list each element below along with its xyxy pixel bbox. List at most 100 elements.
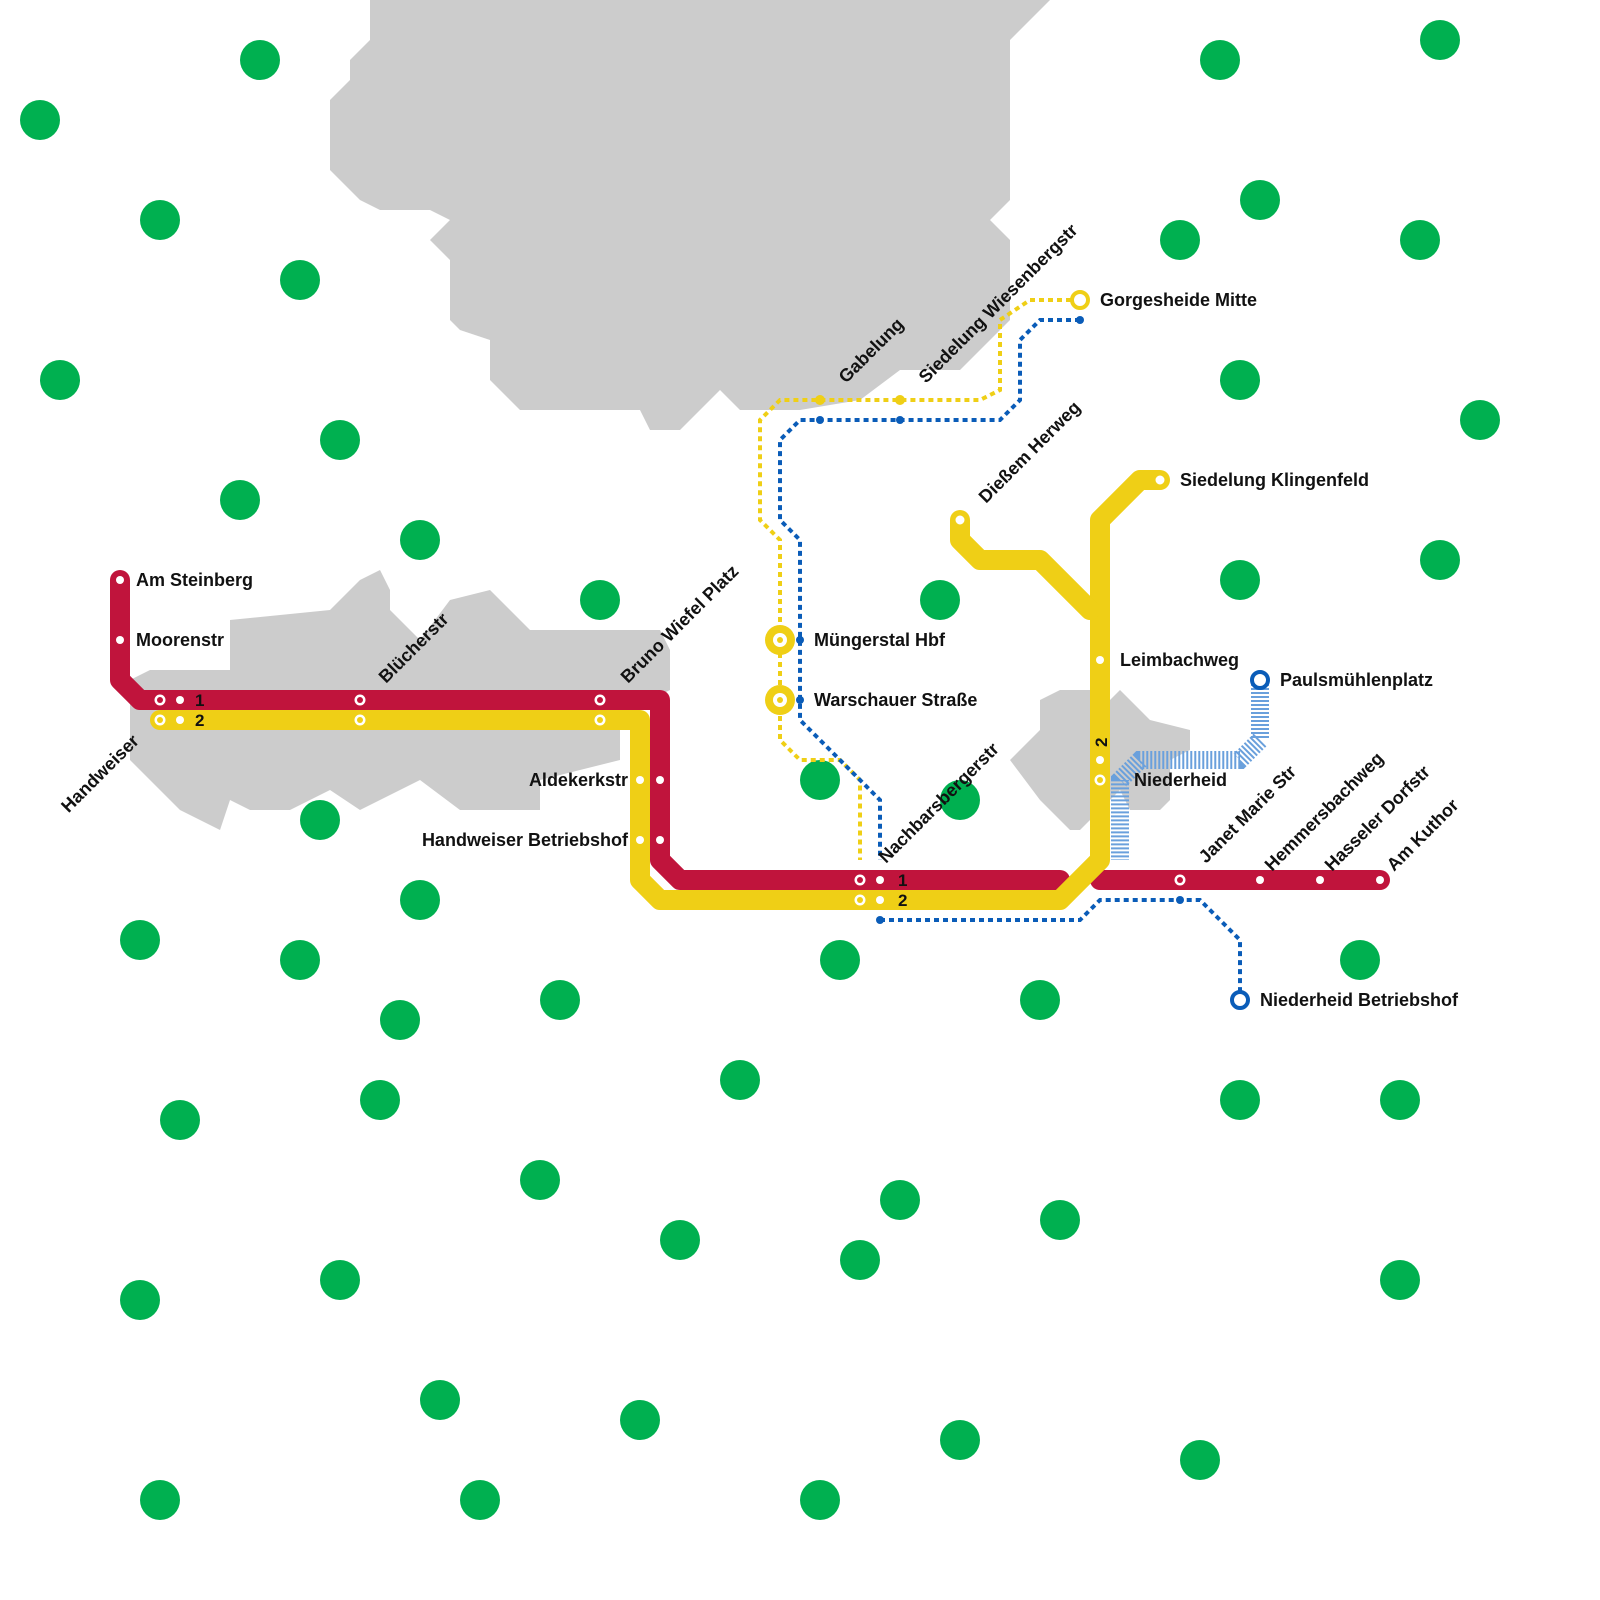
park-15 xyxy=(1220,360,1260,400)
stop-siedelung-klingenfeld xyxy=(1152,472,1168,488)
label-gorgesheide-mitte: Gorgesheide Mitte xyxy=(1100,290,1257,310)
park-6 xyxy=(220,480,260,520)
interchange-bluecherstr-l2-inner xyxy=(357,717,363,723)
stop-gabelung-yellow xyxy=(815,395,825,405)
park-46 xyxy=(1180,1440,1220,1480)
park-45 xyxy=(940,1420,980,1460)
stop-aldekerkstr-l1 xyxy=(656,776,664,784)
interchange-nachbars-l1-inner xyxy=(857,877,863,883)
park-21 xyxy=(300,800,340,840)
park-8 xyxy=(580,580,620,620)
line-2-number-central: 2 xyxy=(898,891,907,910)
interchange-bruno-l1-inner xyxy=(597,697,603,703)
park-24 xyxy=(280,940,320,980)
stop-hemmersbachweg xyxy=(1256,876,1264,884)
blue-hatched-line xyxy=(1111,680,1269,860)
park-9 xyxy=(920,580,960,620)
label-muengerstal-hbf: Müngerstal Hbf xyxy=(814,630,946,650)
line-numbers: 1 2 1 2 2 xyxy=(195,691,1111,910)
label-handweiser: Handweiser xyxy=(57,731,143,817)
park-5 xyxy=(320,420,360,460)
interchange-nachbars-l2-inner xyxy=(857,897,863,903)
park-16 xyxy=(1460,400,1500,440)
blue-dotted-line xyxy=(778,318,1242,1000)
park-37 xyxy=(1040,1200,1080,1240)
label-siedelung-klingenfeld: Siedelung Klingenfeld xyxy=(1180,470,1369,490)
interchange-bluecherstr-l1-inner xyxy=(357,697,363,703)
label-bruno-wiefel-platz: Bruno Wiefel Platz xyxy=(617,561,743,687)
station-markers xyxy=(116,290,1384,1010)
park-48 xyxy=(460,1480,500,1520)
park-1 xyxy=(240,40,280,80)
park-2 xyxy=(140,200,180,240)
stop-hasseler-dorfstr xyxy=(1316,876,1324,884)
park-43 xyxy=(420,1380,460,1420)
park-10 xyxy=(1200,40,1240,80)
line-2-dotted-branch xyxy=(758,298,1080,860)
stop-handweiser-betriebshof-l2 xyxy=(636,836,644,844)
park-23 xyxy=(120,920,160,960)
urban-area-north xyxy=(330,0,1050,430)
park-31 xyxy=(360,1080,400,1120)
stop-paulsmuehlenplatz xyxy=(1250,670,1270,690)
line-1-number-west: 1 xyxy=(195,691,204,710)
stop-line2-west xyxy=(176,716,184,724)
label-am-steinberg: Am Steinberg xyxy=(136,570,253,590)
park-36 xyxy=(880,1180,920,1220)
hub-muengerstal-hbf-core xyxy=(777,637,783,643)
stop-am-steinberg xyxy=(116,576,124,584)
label-aldekerkstr: Aldekerkstr xyxy=(529,770,628,790)
park-12 xyxy=(1240,180,1280,220)
park-33 xyxy=(1220,1080,1260,1120)
park-34 xyxy=(1380,1080,1420,1120)
stop-line1-west xyxy=(176,696,184,704)
stop-niederheid-betriebshof xyxy=(1230,990,1250,1010)
label-leimbachweg: Leimbachweg xyxy=(1120,650,1239,670)
label-paulsmuehlenplatz: Paulsmühlenplatz xyxy=(1280,670,1433,690)
park-20 xyxy=(940,780,980,820)
park-49 xyxy=(800,1480,840,1520)
label-niederheid: Niederheid xyxy=(1134,770,1227,790)
park-38 xyxy=(660,1220,700,1260)
park-41 xyxy=(120,1280,160,1320)
stop-niederheid-north xyxy=(1096,756,1104,764)
stop-janet-marie-blue xyxy=(1176,896,1184,904)
stop-diessem-herweg xyxy=(952,512,968,528)
park-0 xyxy=(20,100,60,140)
stop-handweiser-betriebshof-l1 xyxy=(656,836,664,844)
interchange-janet-marie-inner xyxy=(1177,877,1183,883)
stop-wiesenbergstr-yellow xyxy=(895,395,905,405)
stop-muengerstal-blue xyxy=(796,636,804,644)
park-35 xyxy=(520,1160,560,1200)
park-3 xyxy=(280,260,320,300)
label-moorenstr: Moorenstr xyxy=(136,630,224,650)
park-30 xyxy=(720,1060,760,1100)
park-7 xyxy=(400,520,440,560)
label-nachbarsbergerstr: Nachbarsbergerstr xyxy=(875,739,1003,867)
park-18 xyxy=(1420,540,1460,580)
park-26 xyxy=(1340,940,1380,980)
interchange-handweiser-l1-inner xyxy=(157,697,163,703)
park-47 xyxy=(140,1480,180,1520)
stop-gabelung-blue xyxy=(816,416,824,424)
interchange-handweiser-l2-inner xyxy=(157,717,163,723)
label-handweiser-betriebshof: Handweiser Betriebshof xyxy=(422,830,629,850)
park-39 xyxy=(840,1240,880,1280)
stop-leimbachweg xyxy=(1096,656,1104,664)
line-1-number-central: 1 xyxy=(898,871,907,890)
stop-nachbarsbergerstr-l2 xyxy=(876,896,884,904)
stop-aldekerkstr-l2 xyxy=(636,776,644,784)
line-1-route xyxy=(110,570,1390,890)
stop-am-kuthor xyxy=(1376,876,1384,884)
park-4 xyxy=(40,360,80,400)
hub-warschauer-strasse-core xyxy=(777,697,783,703)
line-2-route xyxy=(150,470,1170,910)
line-2-number-west: 2 xyxy=(195,711,204,730)
interchange-niederheid-inner xyxy=(1097,777,1103,783)
park-42 xyxy=(1380,1260,1420,1300)
park-29 xyxy=(1020,980,1060,1020)
parks xyxy=(20,20,1500,1520)
line-2-number-east: 2 xyxy=(1092,738,1111,747)
park-13 xyxy=(1160,220,1200,260)
